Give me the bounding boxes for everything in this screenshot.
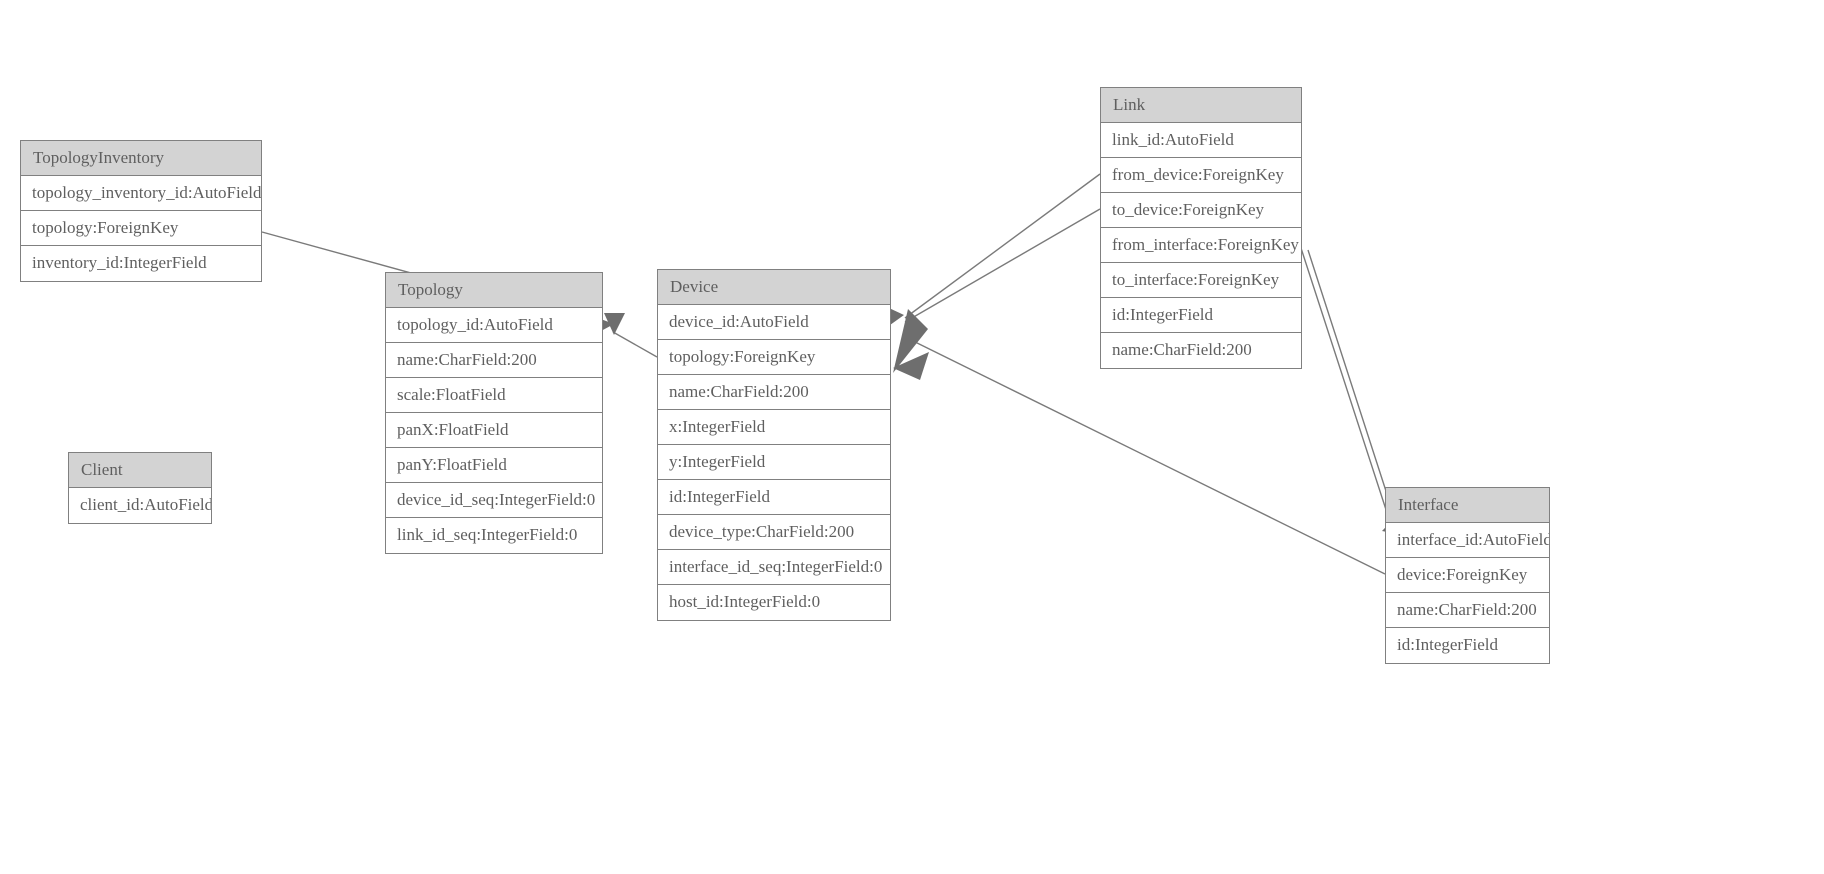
arrowhead-device-from-link — [893, 309, 928, 373]
field-interface-name: name:CharField:200 — [1386, 593, 1549, 628]
entity-topologyinventory[interactable]: TopologyInventory topology_inventory_id:… — [20, 140, 262, 282]
field-device-type: device_type:CharField:200 — [658, 515, 890, 550]
field-interface-id-seq: interface_id_seq:IntegerField:0 — [658, 550, 890, 585]
field-device-name: name:CharField:200 — [658, 375, 890, 410]
field-name: name:CharField:200 — [386, 343, 602, 378]
field-to-interface: to_interface:ForeignKey — [1101, 263, 1301, 298]
field-y: y:IntegerField — [658, 445, 890, 480]
entity-topology[interactable]: Topology topology_id:AutoField name:Char… — [385, 272, 603, 554]
field-topology-id: topology_id:AutoField — [386, 308, 602, 343]
entity-title-topology: Topology — [386, 273, 602, 308]
entity-title-link: Link — [1101, 88, 1301, 123]
edge-interface-device — [904, 336, 1386, 575]
edge-link-fromdevice-device — [904, 173, 1101, 319]
entity-title-interface: Interface — [1386, 488, 1549, 523]
field-topology: topology:ForeignKey — [21, 211, 261, 246]
field-from-interface: from_interface:ForeignKey — [1101, 228, 1301, 263]
field-device-id-seq: device_id_seq:IntegerField:0 — [386, 483, 602, 518]
field-client-id: client_id:AutoField — [69, 488, 211, 523]
arrowhead-device-from-interface — [893, 352, 929, 380]
entity-link[interactable]: Link link_id:AutoField from_device:Forei… — [1100, 87, 1302, 369]
entity-title-topologyinventory: TopologyInventory — [21, 141, 261, 176]
field-link-row-id: id:IntegerField — [1101, 298, 1301, 333]
field-inventory-id: inventory_id:IntegerField — [21, 246, 261, 281]
field-link-name: name:CharField:200 — [1101, 333, 1301, 368]
field-device-id: device_id:AutoField — [658, 305, 890, 340]
edge-link-frominterface-interface — [1299, 244, 1391, 523]
field-to-device: to_device:ForeignKey — [1101, 193, 1301, 228]
field-panx: panX:FloatField — [386, 413, 602, 448]
edge-device-topology — [612, 331, 658, 358]
field-pany: panY:FloatField — [386, 448, 602, 483]
arrowhead-topology-from-device — [604, 313, 625, 335]
field-x: x:IntegerField — [658, 410, 890, 445]
field-scale: scale:FloatField — [386, 378, 602, 413]
field-link-id: link_id:AutoField — [1101, 123, 1301, 158]
field-host-id: host_id:IntegerField:0 — [658, 585, 890, 620]
field-link-id-seq: link_id_seq:IntegerField:0 — [386, 518, 602, 553]
entity-title-client: Client — [69, 453, 211, 488]
edge-link-todevice-device — [904, 208, 1101, 323]
field-topology-fk: topology:ForeignKey — [658, 340, 890, 375]
entity-client[interactable]: Client client_id:AutoField — [68, 452, 212, 524]
field-device-fk: device:ForeignKey — [1386, 558, 1549, 593]
field-interface-row-id: id:IntegerField — [1386, 628, 1549, 663]
field-from-device: from_device:ForeignKey — [1101, 158, 1301, 193]
entity-interface[interactable]: Interface interface_id:AutoField device:… — [1385, 487, 1550, 664]
field-device-row-id: id:IntegerField — [658, 480, 890, 515]
edge-link-tointerface-interface — [1307, 249, 1397, 523]
entity-title-device: Device — [658, 270, 890, 305]
field-topology-inventory-id: topology_inventory_id:AutoField — [21, 176, 261, 211]
entity-device[interactable]: Device device_id:AutoField topology:Fore… — [657, 269, 891, 621]
field-interface-id: interface_id:AutoField — [1386, 523, 1549, 558]
